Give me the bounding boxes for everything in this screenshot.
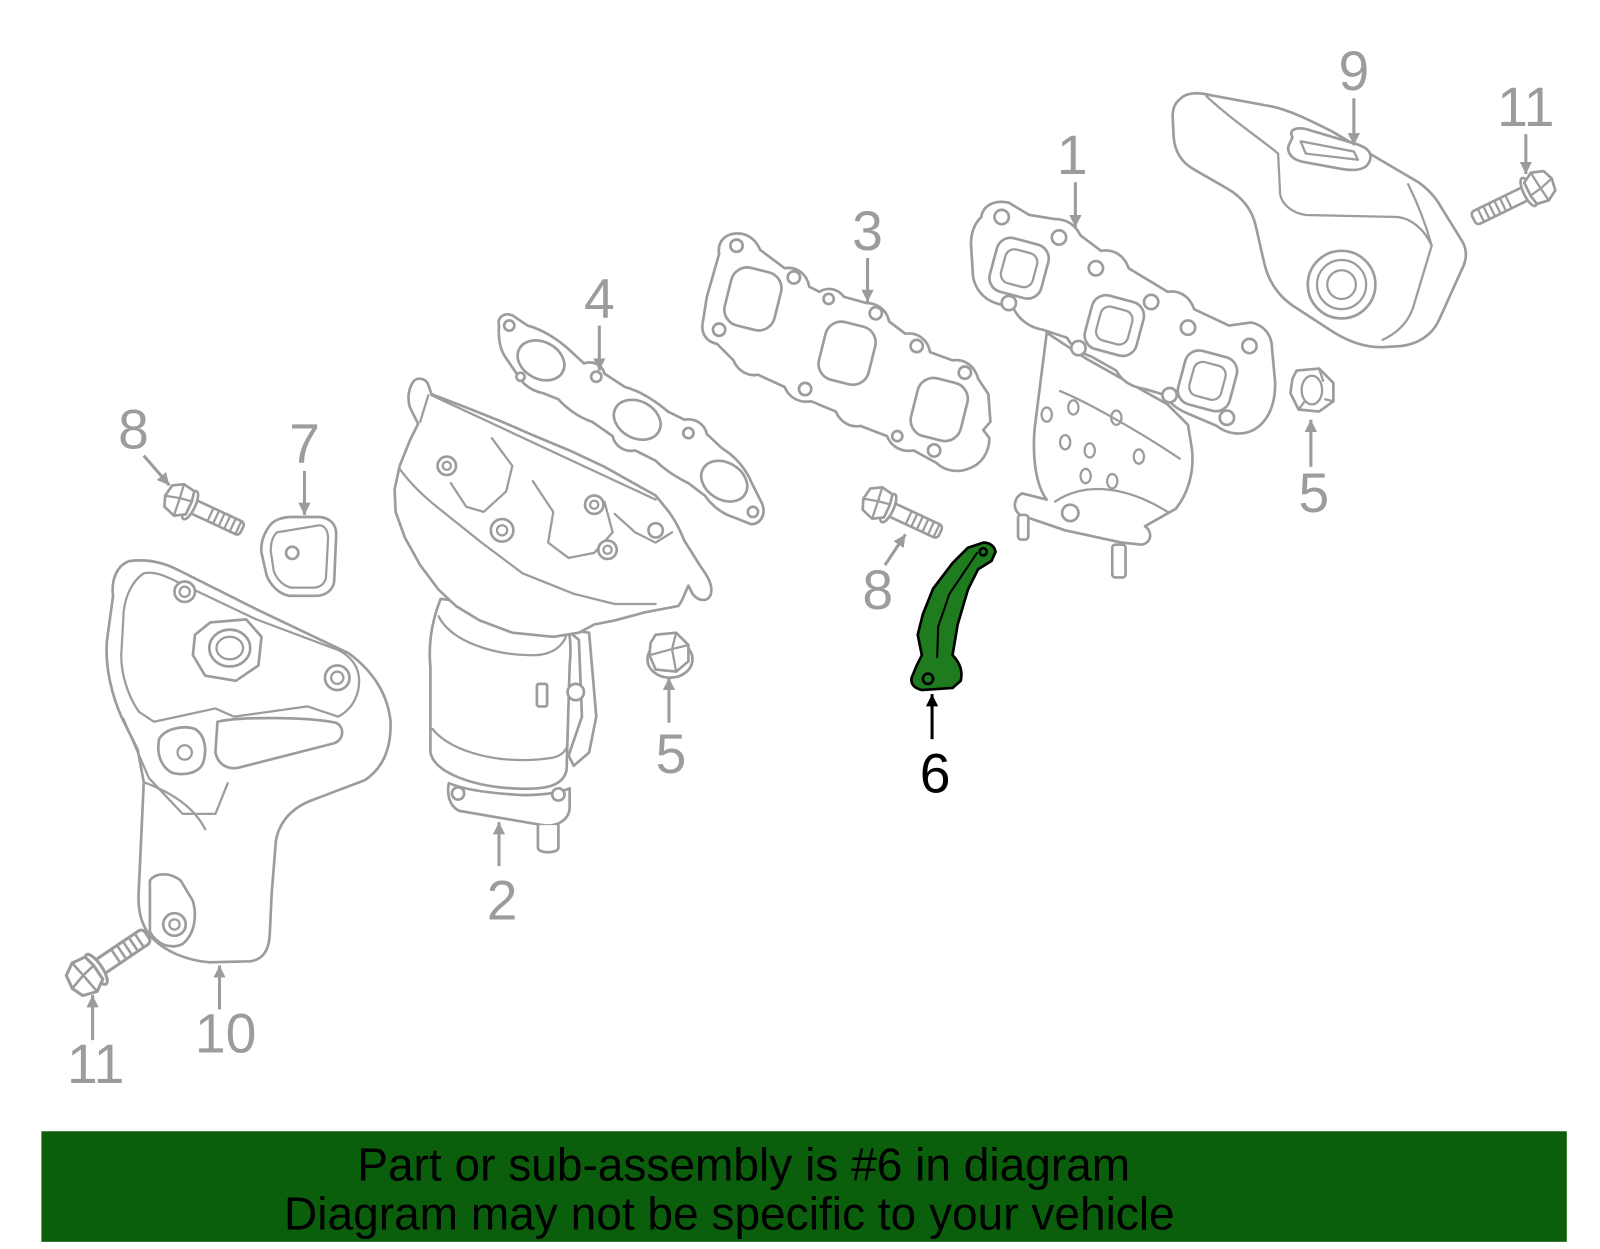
callout-part-8-middle: 8 (862, 559, 893, 621)
part-1-exhaust-manifold (969, 200, 1277, 579)
part-7-bracket (259, 515, 338, 598)
part-11-bolt-top (1470, 169, 1557, 226)
callout-part-9: 9 (1338, 40, 1369, 102)
banner-line-disclaimer: Diagram may not be specific to your vehi… (284, 1188, 1175, 1240)
arrow-part-8-left (142, 454, 171, 487)
arrow-part-8-middle (883, 533, 907, 566)
callout-part-11-bottom: 11 (67, 1033, 124, 1095)
part-8-bolt-left (163, 482, 246, 536)
callout-part-7: 7 (289, 413, 320, 475)
callout-arrows (86, 98, 1532, 1041)
callout-part-5-right: 5 (1299, 462, 1330, 524)
callout-part-1: 1 (1057, 124, 1088, 186)
callout-part-11-top: 11 (1497, 76, 1554, 138)
callout-part-4: 4 (584, 267, 615, 329)
disclaimer-banner: Part or sub-assembly is #6 in diagram Di… (41, 1131, 1567, 1242)
callout-part-6: 6 (920, 742, 951, 804)
part-8-bolt-middle (861, 485, 944, 539)
banner-background (41, 1131, 1567, 1242)
part-3-gasket (701, 232, 992, 473)
callout-part-10: 10 (195, 1002, 256, 1064)
callout-part-2: 2 (487, 869, 518, 931)
part-6-bracket-highlighted (910, 541, 997, 692)
callout-part-3: 3 (852, 200, 883, 262)
callout-labels: 9 11 1 3 4 8 7 5 8 6 5 2 10 11 (67, 40, 1555, 1095)
part-10-heat-shield (105, 559, 392, 964)
part-11-bolt-bottom (64, 928, 152, 998)
callout-part-8-left: 8 (118, 398, 149, 460)
part-4-gasket (497, 313, 765, 526)
part-2-manifold-converter (393, 377, 713, 854)
callout-part-5-middle: 5 (656, 723, 687, 785)
part-5-nut-right (1289, 367, 1335, 413)
part-9-heat-shield (1171, 91, 1468, 349)
part-5-nut-middle (646, 631, 694, 680)
banner-line-part-number: Part or sub-assembly is #6 in diagram (357, 1138, 1130, 1190)
